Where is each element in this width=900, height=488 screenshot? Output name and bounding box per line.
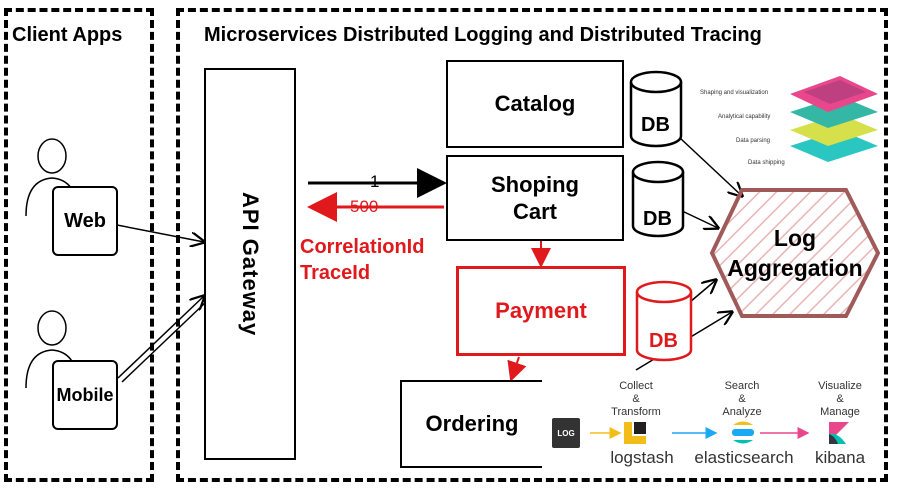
- main-title: Microservices Distributed Logging and Di…: [204, 24, 762, 46]
- payment-db-to-log-arrow: [689, 280, 716, 303]
- payment-db-label: DB: [649, 330, 678, 352]
- log-aggregation-text: Log Aggregation: [712, 224, 878, 284]
- shopping-cart-service-box: Shoping Cart: [446, 155, 624, 241]
- trace-id-label: TraceId: [300, 262, 371, 284]
- payment-db: DB: [634, 280, 694, 364]
- elasticsearch-caption: Search & Analyze: [712, 380, 772, 420]
- cart-db-to-log-arrow: [679, 209, 718, 228]
- api-gateway-label: API Gateway: [238, 191, 263, 337]
- log-aggregation-hexagon: [709, 188, 881, 318]
- microservices-container: [176, 8, 888, 482]
- elasticsearch-caption-line2: &: [738, 393, 746, 406]
- kibana-icon: [829, 422, 849, 444]
- logstash-caption-line1: Collect: [619, 380, 653, 392]
- kibana-name: kibana: [814, 448, 866, 467]
- logstash-caption: Collect & Transform: [606, 380, 666, 420]
- elk-legend-item-2: Analytical capability: [718, 114, 771, 120]
- payment-service-box: Payment: [456, 266, 626, 356]
- elk-legend-item-1: Shaping and visualization: [700, 90, 769, 96]
- shopping-cart-db-label: DB: [643, 208, 672, 230]
- logstash-caption-line2: &: [632, 393, 640, 406]
- catalog-db-label: DB: [641, 114, 670, 136]
- logstash-name: logstash: [610, 448, 674, 467]
- client-apps-container: [4, 8, 154, 482]
- ordering-service-label: Ordering: [425, 411, 519, 436]
- payment-service-label: Payment: [495, 298, 587, 323]
- shopping-cart-label-line1: Shoping: [491, 171, 579, 197]
- logstash-icon: [624, 422, 646, 444]
- shopping-cart-label-line2: Cart: [512, 199, 557, 224]
- elasticsearch-caption-line3: Analyze: [722, 406, 762, 419]
- mobile-to-gateway-arrow-1: [117, 296, 204, 379]
- elasticsearch-icon: [732, 421, 754, 444]
- kibana-caption-line2: &: [836, 393, 844, 406]
- log-aggregation-line1: Log: [773, 225, 817, 251]
- web-client-label: Web: [64, 209, 106, 232]
- log-aggregation-line2: Aggregation: [727, 254, 863, 281]
- elk-layers-graphic: [790, 76, 878, 162]
- web-client-box: Web: [52, 186, 118, 256]
- catalog-db: DB: [628, 70, 684, 150]
- shopping-cart-db: DB: [630, 160, 686, 240]
- db-cylinder-icon: [635, 280, 693, 362]
- elk-stack-image: Shaping and visualization Analytical cap…: [694, 68, 880, 180]
- db-cylinder-icon: [631, 160, 685, 238]
- payment-to-ordering-arrow: [507, 356, 527, 382]
- kibana-caption-line3: Manage: [820, 406, 860, 419]
- kibana-caption: Visualize & Manage: [810, 380, 870, 420]
- elasticsearch-caption-line1: Search: [724, 380, 760, 392]
- client-apps-title: Client Apps: [12, 24, 123, 46]
- api-gateway-box: API Gateway: [204, 68, 296, 460]
- logstash-caption-line3: Transform: [611, 406, 661, 419]
- request-label: 1: [370, 172, 380, 191]
- catalog-db-to-log-arrow: [679, 137, 742, 196]
- mobile-to-gateway-arrow-2: [121, 301, 207, 383]
- kibana-caption-line1: Visualize: [818, 380, 862, 392]
- elk-legend-item-4: Data shipping: [748, 160, 785, 166]
- response-label: 500: [350, 197, 379, 216]
- ordering-service-box: Ordering: [400, 380, 542, 468]
- log-file-icon: LOG: [552, 418, 580, 448]
- web-to-gateway-arrow: [116, 224, 204, 242]
- catalog-service-box: Catalog: [446, 60, 624, 148]
- log-file-icon-text: LOG: [557, 428, 575, 438]
- mobile-client-box: Mobile: [52, 360, 118, 430]
- elk-legend-item-3: Data parsing: [736, 138, 771, 144]
- correlation-id-label: CorrelationId: [300, 236, 425, 258]
- catalog-service-label: Catalog: [494, 91, 576, 116]
- elasticsearch-name: elasticsearch: [694, 448, 794, 467]
- mobile-client-label: Mobile: [56, 384, 114, 405]
- db-cylinder-icon: [629, 70, 683, 148]
